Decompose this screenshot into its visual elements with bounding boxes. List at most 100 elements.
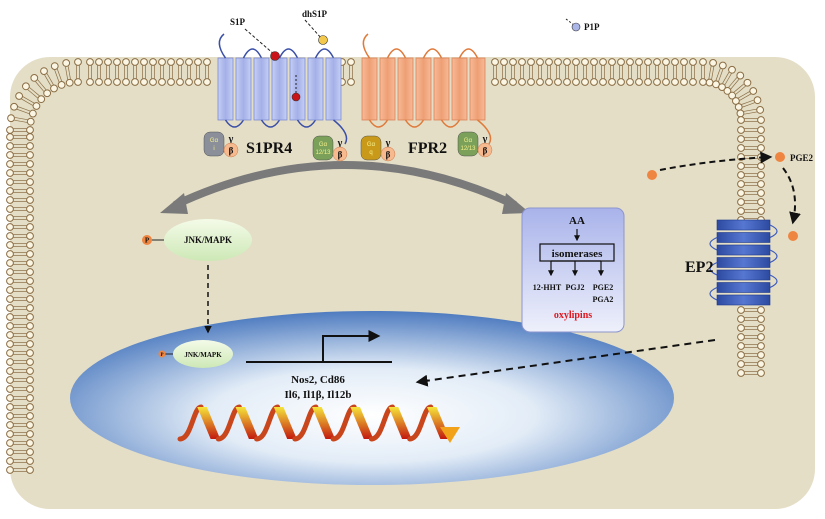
lipid-tail — [59, 74, 63, 82]
genes-line2: Il6, Il1β, Il12b — [285, 389, 352, 401]
lipid-head — [6, 214, 14, 222]
lipid-head — [37, 95, 46, 104]
g-gamma-label: γ — [385, 138, 391, 149]
tm-helix — [716, 219, 771, 231]
lipid-head — [40, 67, 48, 76]
lipid-head — [757, 144, 765, 152]
lipid-tail — [740, 85, 746, 91]
dna-strand-front — [273, 407, 297, 439]
tm-loop — [260, 119, 281, 128]
lipid-head — [689, 58, 697, 66]
g-beta-subunit — [332, 146, 348, 162]
lipid-head — [26, 466, 34, 474]
tm-loop — [769, 249, 778, 264]
aa-label: AA — [569, 215, 585, 227]
lipid-head — [737, 126, 745, 134]
lipid-head — [26, 160, 34, 168]
dhs1p-ligand — [304, 19, 328, 45]
lipid-tail — [68, 72, 71, 80]
lipid-head — [26, 169, 34, 177]
lipid-head — [167, 78, 175, 86]
lipid-head — [26, 223, 34, 231]
lipid-tail — [715, 74, 719, 81]
lipid-head — [737, 198, 745, 206]
lipid-tail — [34, 91, 40, 97]
lipid-head — [158, 58, 166, 66]
lipid-head — [536, 58, 544, 66]
lipid-head — [30, 74, 39, 82]
lipid-head — [122, 78, 130, 86]
lipid-head — [635, 58, 643, 66]
lipid-tail — [35, 81, 40, 87]
lipid-head — [6, 151, 14, 159]
lipid-head — [500, 58, 508, 66]
lipid-head — [699, 58, 707, 66]
lipid-head — [26, 304, 34, 312]
lipid-head — [680, 78, 688, 86]
lipid-head — [26, 403, 34, 411]
lipid-head — [518, 58, 526, 66]
lipid-tail — [711, 72, 714, 80]
lipid-head — [26, 126, 34, 134]
g-gamma-label: γ — [228, 134, 234, 145]
lipid-head — [6, 394, 14, 402]
lipid-tail — [56, 68, 60, 76]
lipid-head — [563, 78, 571, 86]
tm-loop — [769, 224, 778, 239]
lipid-head — [737, 369, 745, 377]
lipid-head — [6, 385, 14, 393]
lipid-head — [26, 313, 34, 321]
lipid-tail — [29, 87, 35, 92]
lipid-head — [6, 142, 14, 150]
tm-helix — [469, 57, 486, 121]
g-beta-label: β — [338, 150, 343, 160]
tm-helix — [716, 257, 771, 268]
dna-arrow-head — [440, 427, 460, 443]
lipid-head — [756, 106, 765, 114]
tm-helix — [397, 57, 414, 121]
lipid-tail — [708, 72, 711, 79]
tm-helix — [415, 57, 432, 121]
lipid-tail — [743, 91, 750, 96]
lipid-head — [176, 78, 184, 86]
lipid-head — [653, 58, 661, 66]
dna-strand-front — [388, 407, 412, 439]
lipid-tail — [23, 108, 31, 112]
g-alpha-subtype: q — [369, 150, 372, 156]
lipid-head — [26, 439, 34, 447]
tm-helix — [217, 57, 234, 121]
lipid-head — [536, 78, 544, 86]
lipid-head — [7, 114, 15, 123]
lipid-head — [599, 58, 607, 66]
lipid-head — [757, 180, 765, 188]
lipid-head — [149, 58, 157, 66]
lipid-tail — [22, 111, 30, 115]
oxylipins-label: oxylipins — [554, 310, 592, 321]
phospho-cyto-label: P — [145, 237, 150, 245]
lipid-head — [757, 207, 765, 215]
lipid-tail — [738, 94, 745, 99]
lipid-head — [6, 421, 14, 429]
lipid-head — [709, 58, 717, 67]
ep2-to-nucleus-arrow — [415, 339, 716, 387]
lipid-head — [6, 126, 14, 134]
tm-loop — [709, 286, 718, 301]
lipid-head — [723, 86, 732, 95]
lipid-head — [26, 151, 34, 159]
lipid-tail — [14, 119, 21, 122]
lipid-head — [737, 180, 745, 188]
jnk-mapk-cyto — [164, 219, 252, 261]
lipid-head — [6, 205, 14, 213]
lipid-head — [26, 286, 34, 294]
tm-loop — [440, 119, 461, 128]
lipid-head — [671, 78, 679, 86]
lipid-head — [140, 58, 148, 66]
lipid-head — [718, 83, 726, 91]
lipid-head — [527, 58, 535, 66]
lipid-head — [757, 306, 765, 314]
lipid-head — [6, 349, 14, 357]
dhs1p-label: dhS1P — [302, 9, 328, 19]
tm-loop — [242, 48, 263, 59]
pge2-label: PGE2 — [790, 153, 814, 163]
